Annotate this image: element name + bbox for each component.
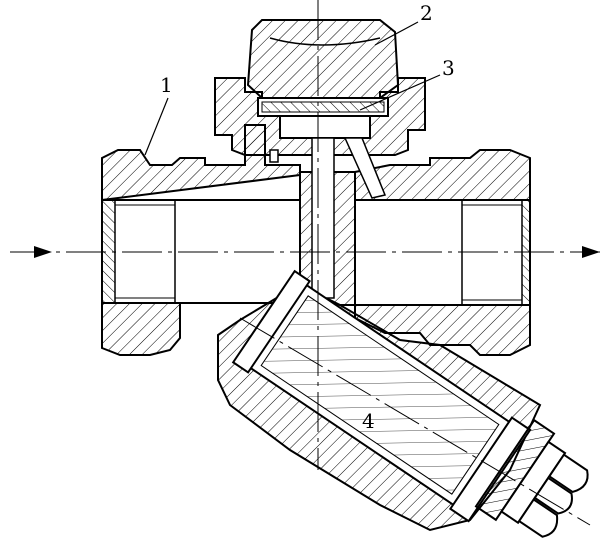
outlet-arrow xyxy=(582,246,600,258)
part-label-4: 4 xyxy=(362,409,375,433)
leader-lines xyxy=(144,21,441,156)
part-label-1: 1 xyxy=(160,73,173,97)
part-label-2: 2 xyxy=(420,1,433,25)
inlet-arrow xyxy=(34,246,52,258)
center-lines xyxy=(10,0,600,526)
part-label-3: 3 xyxy=(442,56,455,80)
strainer-housing xyxy=(217,269,589,538)
